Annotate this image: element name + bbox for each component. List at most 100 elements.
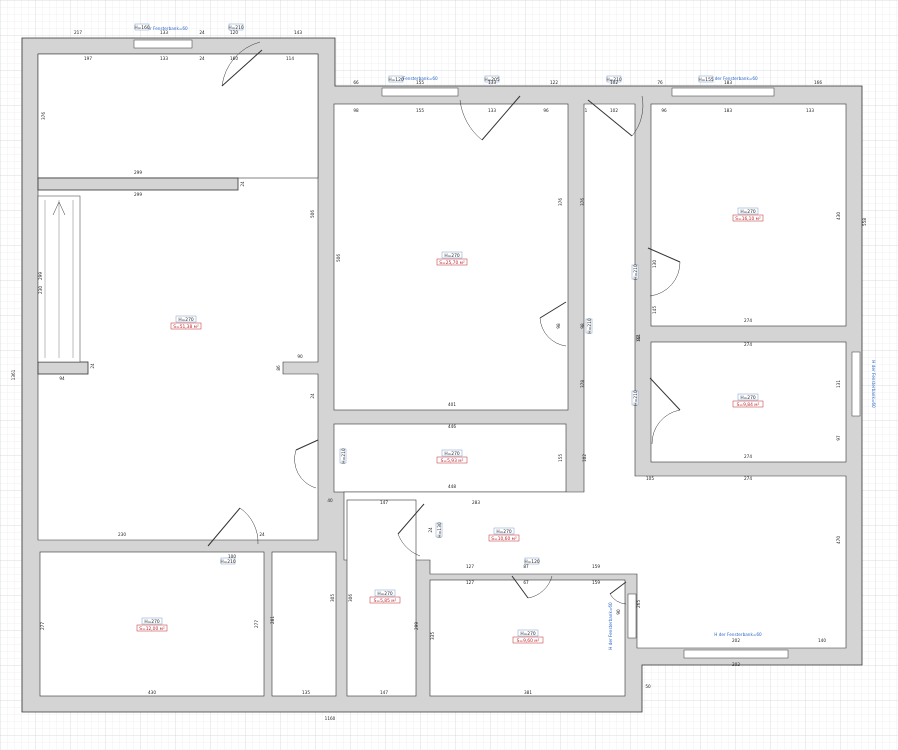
room-hall	[343, 103, 847, 649]
dimension-label: 50	[645, 684, 651, 689]
opening-tag: H=210	[606, 75, 622, 83]
dimension-label: 274	[744, 318, 752, 323]
room-height: H=270	[178, 317, 194, 323]
opening-height: H=210	[341, 448, 347, 464]
dimension-label: 120	[230, 30, 238, 35]
dimension-label: 24	[428, 527, 433, 533]
dimension-label: 98	[580, 323, 585, 329]
room-height: H=270	[740, 395, 756, 401]
dimension-label: 24	[259, 532, 265, 537]
dimension-label: 86	[276, 365, 281, 371]
dimension-label: 94	[59, 376, 65, 381]
dimension-label: 90	[616, 609, 621, 615]
dimension-label: 277	[254, 620, 259, 628]
dimension-label: 133	[806, 108, 814, 113]
dimension-label: 133	[488, 108, 496, 113]
room-area: S=5,85 м²	[374, 598, 397, 604]
dimension-label: 151	[636, 334, 641, 342]
window-label: H der Fensterbank=60	[140, 26, 188, 31]
room-height: H=270	[496, 529, 512, 535]
dimension-label: 122	[550, 80, 558, 85]
dimension-label: 90	[297, 354, 303, 359]
dimension-label: 130	[652, 260, 657, 268]
opening-tag: H=130	[435, 522, 443, 538]
dimension-label: 24	[199, 56, 205, 61]
window-north-3	[671, 87, 775, 97]
dimension-label: 299	[414, 622, 419, 630]
dimension-label: 506	[310, 210, 315, 218]
dimension-label: 446	[448, 424, 456, 429]
door-sw	[207, 507, 259, 547]
dimension-label: 166	[814, 80, 822, 85]
dimension-label: 127	[466, 580, 474, 585]
opening-tag: H=155	[698, 75, 714, 83]
room-sw-strip	[271, 551, 337, 697]
dimension-label: 277	[40, 622, 45, 630]
dimension-label: 202	[732, 638, 740, 643]
dimension-label: 230	[38, 286, 43, 294]
dimension-label: 105	[646, 476, 654, 481]
room-area: S=9,60 м²	[517, 638, 540, 644]
door-corridor	[294, 439, 319, 489]
dimension-label: 217	[74, 30, 82, 35]
room-area: S=9,84 м²	[737, 402, 760, 408]
dimension-label: 100	[228, 554, 236, 559]
dimension-label: 24	[199, 30, 205, 35]
dimension-label: 155	[416, 80, 424, 85]
door-ne	[587, 95, 644, 137]
room-area: S=51,38 м²	[173, 324, 199, 330]
opening-tag: H=120	[388, 75, 404, 83]
partition-wall-stub	[37, 361, 89, 375]
dimension-label: 87	[523, 564, 529, 569]
opening-height: H=210	[633, 264, 639, 280]
dimension-label: 127	[466, 564, 474, 569]
opening-height: H=205	[484, 77, 500, 83]
opening-height: H=120	[388, 77, 404, 83]
window-label: H der Fensterbank=60	[390, 76, 438, 81]
opening-tag: H=210	[631, 390, 639, 406]
dimension-label: 376	[41, 112, 46, 120]
dimension-label: 24	[310, 393, 315, 399]
dimension-label: 183	[724, 80, 732, 85]
dimension-label: 131	[836, 380, 841, 388]
window-north-1	[133, 39, 193, 49]
opening-height: H=160	[134, 25, 150, 31]
opening-height: H=210	[587, 318, 593, 334]
dimension-label: 147	[380, 500, 388, 505]
dimension-label: 40	[327, 498, 333, 503]
dimension-label: 274	[744, 342, 752, 347]
opening-height: H=120	[524, 559, 540, 565]
room-height: H=270	[444, 253, 460, 259]
door-se	[609, 581, 627, 605]
dimension-label: 401	[448, 402, 456, 407]
dimension-label: 98	[556, 323, 561, 329]
dimension-label: 155	[558, 454, 563, 462]
room-west-upper	[37, 53, 319, 179]
dimension-label: 430	[148, 690, 156, 695]
total-width-label: 1160	[325, 716, 336, 721]
opening-tag: H=210	[339, 448, 347, 464]
dimension-label: 305	[330, 594, 335, 602]
opening-tag: H=120	[524, 557, 540, 565]
total-height-label: 1361	[11, 369, 16, 380]
dimension-label: 97	[836, 435, 841, 441]
dimension-label: 102	[610, 80, 618, 85]
room-height: H=270	[520, 631, 536, 637]
room-area: S=16,10 м²	[735, 216, 761, 222]
opening-tag: H=210	[585, 318, 593, 334]
room-height: H=270	[377, 591, 393, 597]
dimension-label: 506	[336, 254, 341, 262]
window-label: H der Fensterbank=60	[710, 76, 758, 81]
dimension-label: 448	[448, 484, 456, 489]
dimension-label: 98	[353, 108, 359, 113]
dimension-label: 1	[585, 108, 588, 113]
dimension-label: 140	[818, 638, 826, 643]
dimension-label: 230	[118, 532, 126, 537]
dimension-label: 378	[580, 380, 585, 388]
